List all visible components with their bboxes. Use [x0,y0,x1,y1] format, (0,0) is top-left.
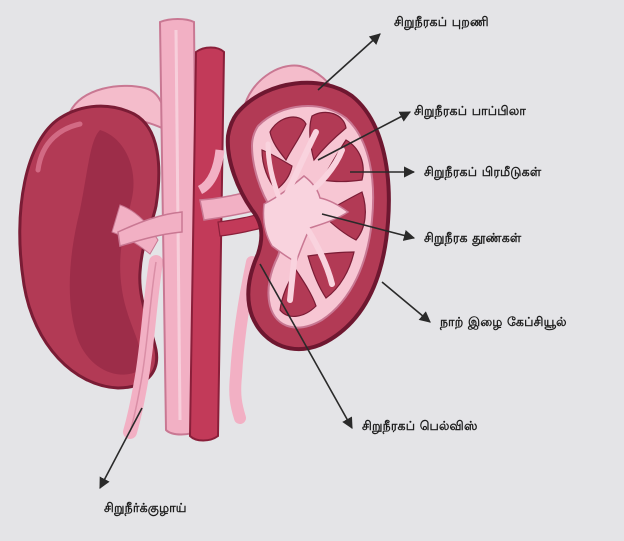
label-renal-papilla: சிறுநீரகப் பாப்பிலா [414,103,526,120]
leader-renal-cortex [318,34,380,90]
label-renal-cortex: சிறுநீரகப் புறணி [394,14,489,31]
aorta [190,48,224,441]
label-fibrous-capsule: நாற் இழை கேப்சியூல் [440,314,567,331]
leader-ureter [100,408,142,488]
label-renal-columns: சிறுநீரக தூண்கள் [424,230,521,247]
label-renal-pyramids: சிறுநீரகப் பிரமீடுகள் [424,164,541,181]
label-ureter: சிறுநீர்க்குழாய் [104,500,187,517]
label-renal-pelvis: சிறுநீரகப் பெல்விஸ் [362,418,478,435]
leader-fibrous-capsule [382,282,430,322]
